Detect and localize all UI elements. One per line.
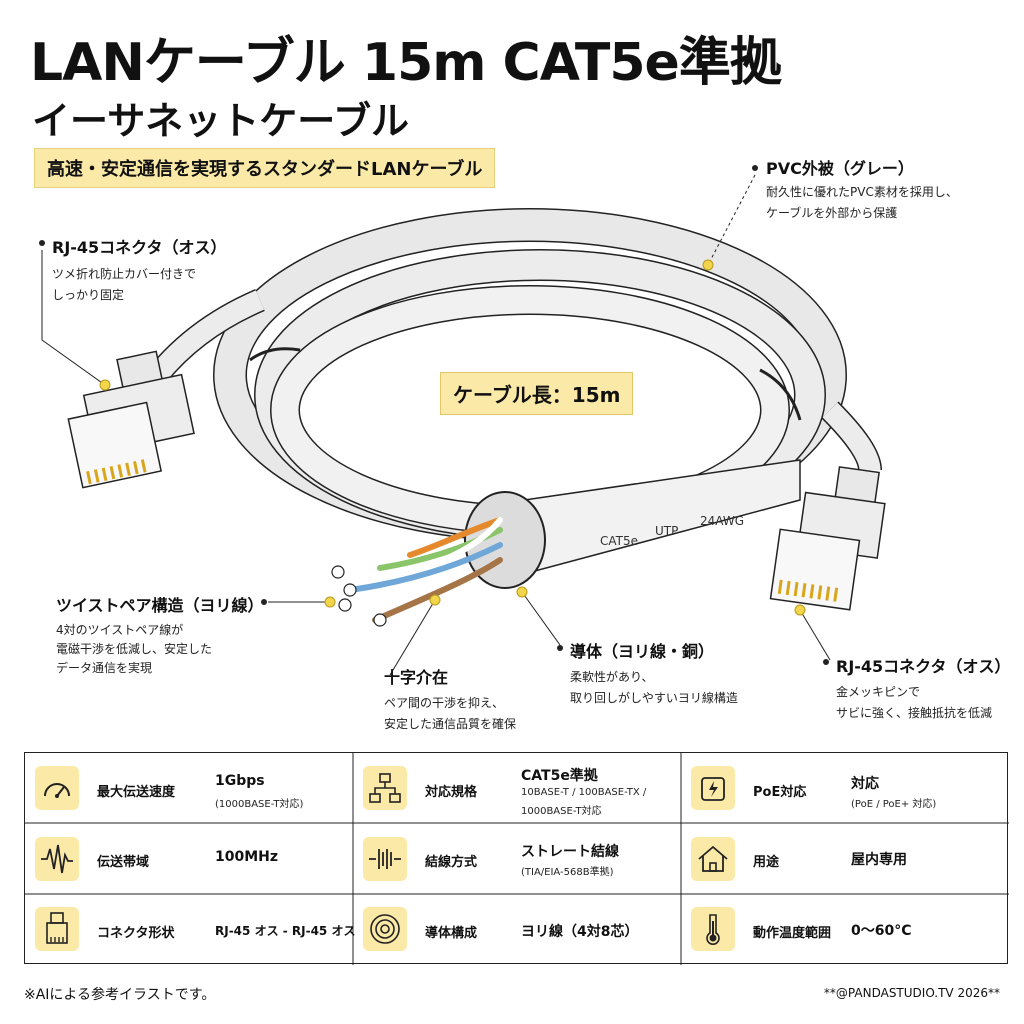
spec-label: 最大伝送速度 [97, 785, 176, 800]
spec-note: (PoE / PoE+ 対応) [851, 799, 937, 810]
spec-value: RJ-45 オス - RJ-45 オス [215, 924, 356, 938]
spec-label: 導体構成 [425, 926, 478, 941]
disclaimer-note: ※AIによる参考イラストです。 [24, 987, 216, 1003]
spec-cell-bandwidth: 伝送帯域 100MHz [25, 823, 353, 894]
callout-rj45-left-desc2: しっかり固定 [52, 288, 125, 302]
feature-banner: 高速・安定通信を実現するスタンダードLANケーブル [34, 148, 496, 188]
callout-rj45-left: RJ-45コネクタ（オス） ツメ折れ防止カバー付きで しっかり固定 [52, 234, 227, 306]
spec-value: 0〜60°C [851, 923, 912, 939]
page-subtitle: イーサネットケーブル [32, 99, 409, 143]
spec-label: 動作温度範囲 [753, 926, 832, 941]
cable-length-badge: ケーブル長：15m [440, 372, 634, 415]
leader-pvc [707, 174, 756, 266]
spec-value: 100MHz [215, 849, 279, 865]
callout-twisted-pair: ツイストペア構造（ヨリ線） 4対のツイストペア線が 電磁干渉を低減し、安定した … [56, 592, 264, 678]
spec-label: PoE対応 [753, 785, 807, 800]
rj45-connector-left [67, 350, 195, 489]
spec-value: ストレート結線 [521, 844, 619, 860]
callout-cross-desc2: 安定した通信品質を確保 [384, 717, 517, 731]
spec-note: (TIA/EIA-568B準拠) [521, 867, 614, 878]
network-hierarchy-icon [363, 766, 407, 810]
cable-tie-right [759, 368, 802, 421]
callout-pvc-title: PVC外被（グレー） [766, 159, 914, 178]
leader-rj45-left [41, 250, 106, 386]
spec-cell-poe: PoE対応 対応 (PoE / PoE+ 対応) [681, 753, 1009, 823]
speedometer-icon [35, 766, 79, 810]
callout-twisted-desc3: データ通信を実現 [56, 661, 153, 675]
thermometer-icon [691, 907, 735, 951]
spec-label: 結線方式 [425, 855, 478, 870]
wiring-icon [363, 837, 407, 881]
leader-conductor [521, 591, 561, 646]
cable-print-awg: 24AWG [700, 514, 744, 528]
cable-print-utp: UTP [655, 524, 678, 538]
callout-rj45-right: RJ-45コネクタ（オス） 金メッキピンで サビに強く、接触抵抗を低減 [836, 653, 1011, 724]
callout-twisted-desc1: 4対のツイストペア線が [56, 623, 184, 637]
callout-cross-filler: 十字介在 ペア間の干渉を抑え、 安定した通信品質を確保 [384, 664, 516, 735]
callout-pvc-desc2: ケーブルを外部から保護 [766, 206, 898, 220]
callout-cross-desc1: ペア間の干渉を抑え、 [384, 696, 505, 710]
cable-cross-section [331, 459, 801, 627]
leader-rj45-right [799, 609, 831, 661]
spec-note: (1000BASE-T対応) [215, 799, 304, 810]
concentric-circles-icon [363, 907, 407, 951]
callout-pvc: PVC外被（グレー） 耐久性に優れたPVC素材を採用し、 ケーブルを外部から保護 [766, 155, 958, 224]
callout-rj45-right-desc1: 金メッキピンで [836, 685, 921, 699]
callout-conductor-desc1: 柔軟性があり、 [570, 670, 654, 684]
callout-pvc-desc1: 耐久性に優れたPVC素材を採用し、 [766, 185, 958, 199]
spec-cell-conductor: 導体構成 ヨリ線（4対8芯） [353, 894, 681, 965]
spec-cell-usage: 用途 屋内専用 [681, 823, 1009, 894]
callout-conductor: 導体（ヨリ線・銅） 柔軟性があり、 取り回しがしやすいヨリ線構造 [570, 638, 738, 709]
spec-label: 伝送帯域 [97, 855, 150, 870]
spec-value: 対応 [851, 776, 879, 792]
spec-value: 1Gbps [215, 773, 265, 789]
spec-label: コネクタ形状 [97, 926, 175, 941]
rj45-connector-right [769, 466, 886, 611]
callout-conductor-title: 導体（ヨリ線・銅） [570, 642, 715, 661]
callout-rj45-left-title: RJ-45コネクタ（オス） [52, 238, 227, 257]
spec-cell-standard: 対応規格 CAT5e準拠 10BASE-T / 100BASE-TX / 100… [353, 753, 681, 823]
callout-cross-title: 十字介在 [384, 668, 449, 687]
spec-note: 1000BASE-T対応 [521, 806, 602, 817]
spec-label: 用途 [753, 855, 780, 870]
spec-label: 対応規格 [425, 785, 478, 800]
connector-icon [35, 907, 79, 951]
spec-cell-speed: 最大伝送速度 1Gbps (1000BASE-T対応) [25, 753, 353, 823]
spec-table-grid [25, 753, 1009, 965]
callout-rj45-right-title: RJ-45コネクタ（オス） [836, 657, 1011, 676]
callout-rj45-right-desc2: サビに強く、接触抵抗を低減 [836, 706, 993, 720]
spec-cell-wiring: 結線方式 ストレート結線 (TIA/EIA-568B準拠) [353, 823, 681, 894]
leader-cross [389, 599, 436, 676]
callout-twisted-desc2: 電磁干渉を低減し、安定した [56, 642, 213, 656]
cable-print-cat5e: CAT5e [600, 534, 638, 548]
spec-note: 10BASE-T / 100BASE-TX / [521, 787, 647, 798]
copyright-credit: **@PANDASTUDIO.TV 2026** [823, 986, 1000, 1000]
spec-table: 最大伝送速度 1Gbps (1000BASE-T対応) 対応規格 CAT5e準拠… [24, 752, 1009, 965]
house-icon [691, 837, 735, 881]
cable-illustration: CAT5e UTP 24AWG [39, 165, 886, 676]
spec-value: CAT5e準拠 [521, 768, 598, 784]
page-title: LANケーブル 15m CAT5e準拠 [30, 33, 782, 93]
spec-cell-temperature: 動作温度範囲 0〜60°C [681, 894, 1009, 965]
cable-tie-left [249, 347, 301, 362]
waveform-icon [35, 837, 79, 881]
callout-twisted-title: ツイストペア構造（ヨリ線） [56, 596, 264, 615]
spec-cell-connector: コネクタ形状 RJ-45 オス - RJ-45 オス [25, 894, 356, 965]
callout-rj45-left-desc1: ツメ折れ防止カバー付きで [52, 267, 197, 281]
callout-conductor-desc2: 取り回しがしやすいヨリ線構造 [570, 691, 738, 705]
spec-value: 屋内専用 [851, 852, 907, 868]
poe-power-icon [691, 766, 735, 810]
spec-value: ヨリ線（4対8芯） [521, 924, 639, 940]
